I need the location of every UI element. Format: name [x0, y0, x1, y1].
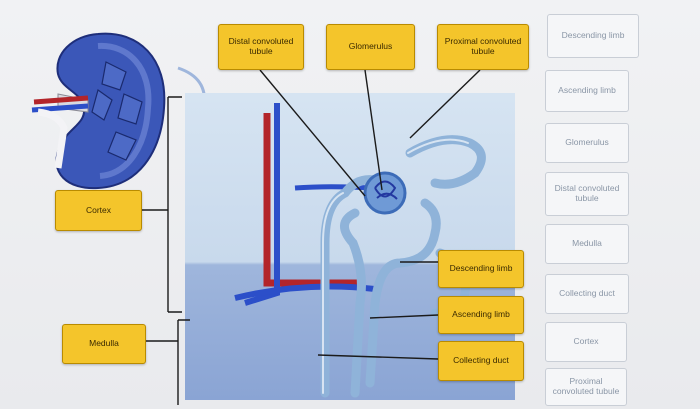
bank-descending-limb[interactable]: Descending limb — [547, 14, 639, 58]
bank-collecting-duct[interactable]: Collecting duct — [545, 274, 629, 314]
bank-ascending-limb[interactable]: Ascending limb — [545, 70, 629, 112]
bank-cortex[interactable]: Cortex — [545, 322, 627, 362]
label-descending-limb[interactable]: Descending limb — [438, 250, 524, 288]
label-cortex[interactable]: Cortex — [55, 190, 142, 231]
label-collecting-duct[interactable]: Collecting duct — [438, 341, 524, 381]
bank-medulla[interactable]: Medulla — [545, 224, 629, 264]
label-medulla[interactable]: Medulla — [62, 324, 146, 364]
kidney-illustration — [31, 32, 212, 190]
bank-glomerulus[interactable]: Glomerulus — [545, 123, 629, 163]
bank-proximal-convoluted-tubule[interactable]: Proximal convoluted tubule — [545, 368, 627, 406]
nephron-illustration — [234, 103, 486, 398]
label-proximal-convoluted-tubule[interactable]: Proximal convoluted tubule — [437, 24, 529, 70]
label-glomerulus[interactable]: Glomerulus — [326, 24, 415, 70]
bank-distal-convoluted-tubule[interactable]: Distal convoluted tubule — [545, 172, 629, 216]
label-ascending-limb[interactable]: Ascending limb — [438, 296, 524, 334]
label-distal-convoluted-tubule[interactable]: Distal convoluted tubule — [218, 24, 304, 70]
